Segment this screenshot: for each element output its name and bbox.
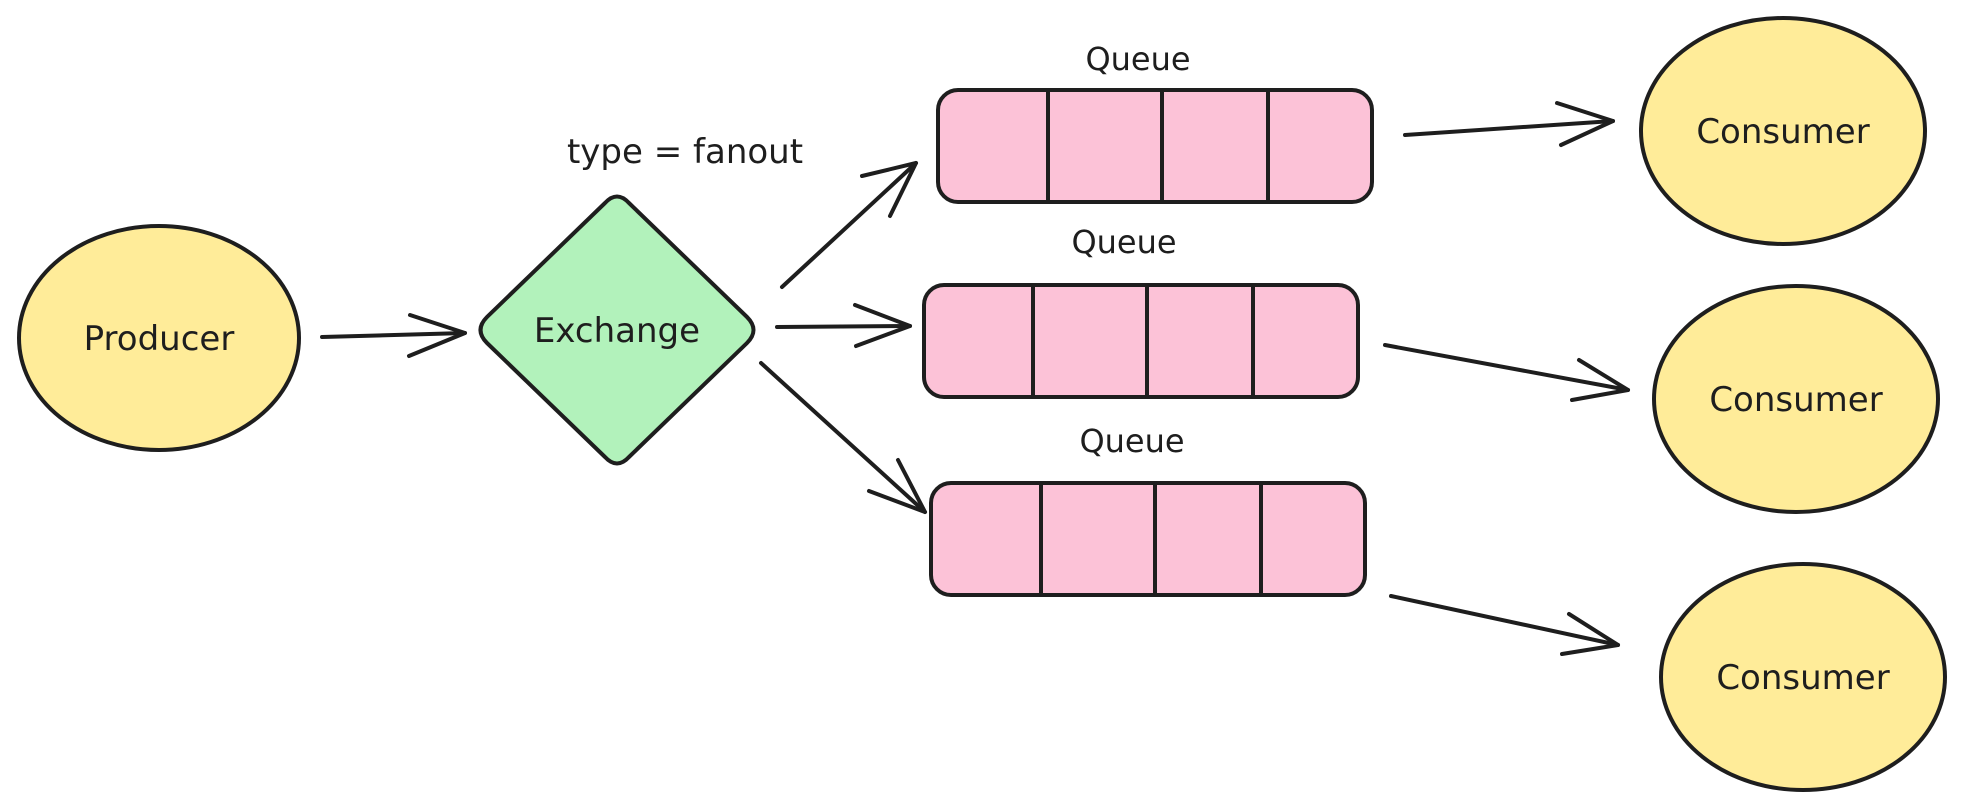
consumer-2: Consumer xyxy=(1652,284,1940,514)
queue-1: Queue xyxy=(936,40,1374,204)
arrow-exchange-to-queue-1 xyxy=(780,161,918,289)
consumer-3: Consumer xyxy=(1659,562,1947,792)
queue-1-label: Queue xyxy=(1085,40,1190,78)
arrow-producer-to-exchange xyxy=(320,313,467,358)
consumer-1-ellipse xyxy=(1639,16,1927,246)
queue-3-label: Queue xyxy=(1079,422,1184,460)
exchange-node: type = fanout Exchange xyxy=(478,132,803,466)
queue-2: Queue xyxy=(922,223,1360,399)
consumer-3-ellipse xyxy=(1659,562,1947,792)
queue-2-label: Queue xyxy=(1071,223,1176,261)
producer-node: Producer xyxy=(17,224,301,452)
arrow-exchange-to-queue-3 xyxy=(759,361,927,514)
producer-ellipse xyxy=(17,224,301,452)
queue-3-box xyxy=(929,481,1367,597)
consumer-1-label: Consumer xyxy=(1696,112,1869,152)
consumer-2-ellipse xyxy=(1652,284,1940,514)
consumer-3-label: Consumer xyxy=(1716,658,1889,698)
exchange-type-label: type = fanout xyxy=(567,132,803,172)
consumer-2-label: Consumer xyxy=(1709,380,1882,420)
consumer-1: Consumer xyxy=(1639,16,1927,246)
exchange-diamond xyxy=(478,194,756,466)
arrow-queue-3-to-consumer-3 xyxy=(1389,594,1620,656)
arrow-exchange-to-queue-2 xyxy=(775,303,912,348)
exchange-label: Exchange xyxy=(534,311,700,351)
producer-label: Producer xyxy=(84,319,235,359)
queue-1-box xyxy=(936,88,1374,204)
arrow-queue-1-to-consumer-1 xyxy=(1403,101,1615,147)
queue-2-box xyxy=(922,283,1360,399)
queue-3: Queue xyxy=(929,422,1367,597)
arrow-queue-2-to-consumer-2 xyxy=(1383,343,1630,402)
